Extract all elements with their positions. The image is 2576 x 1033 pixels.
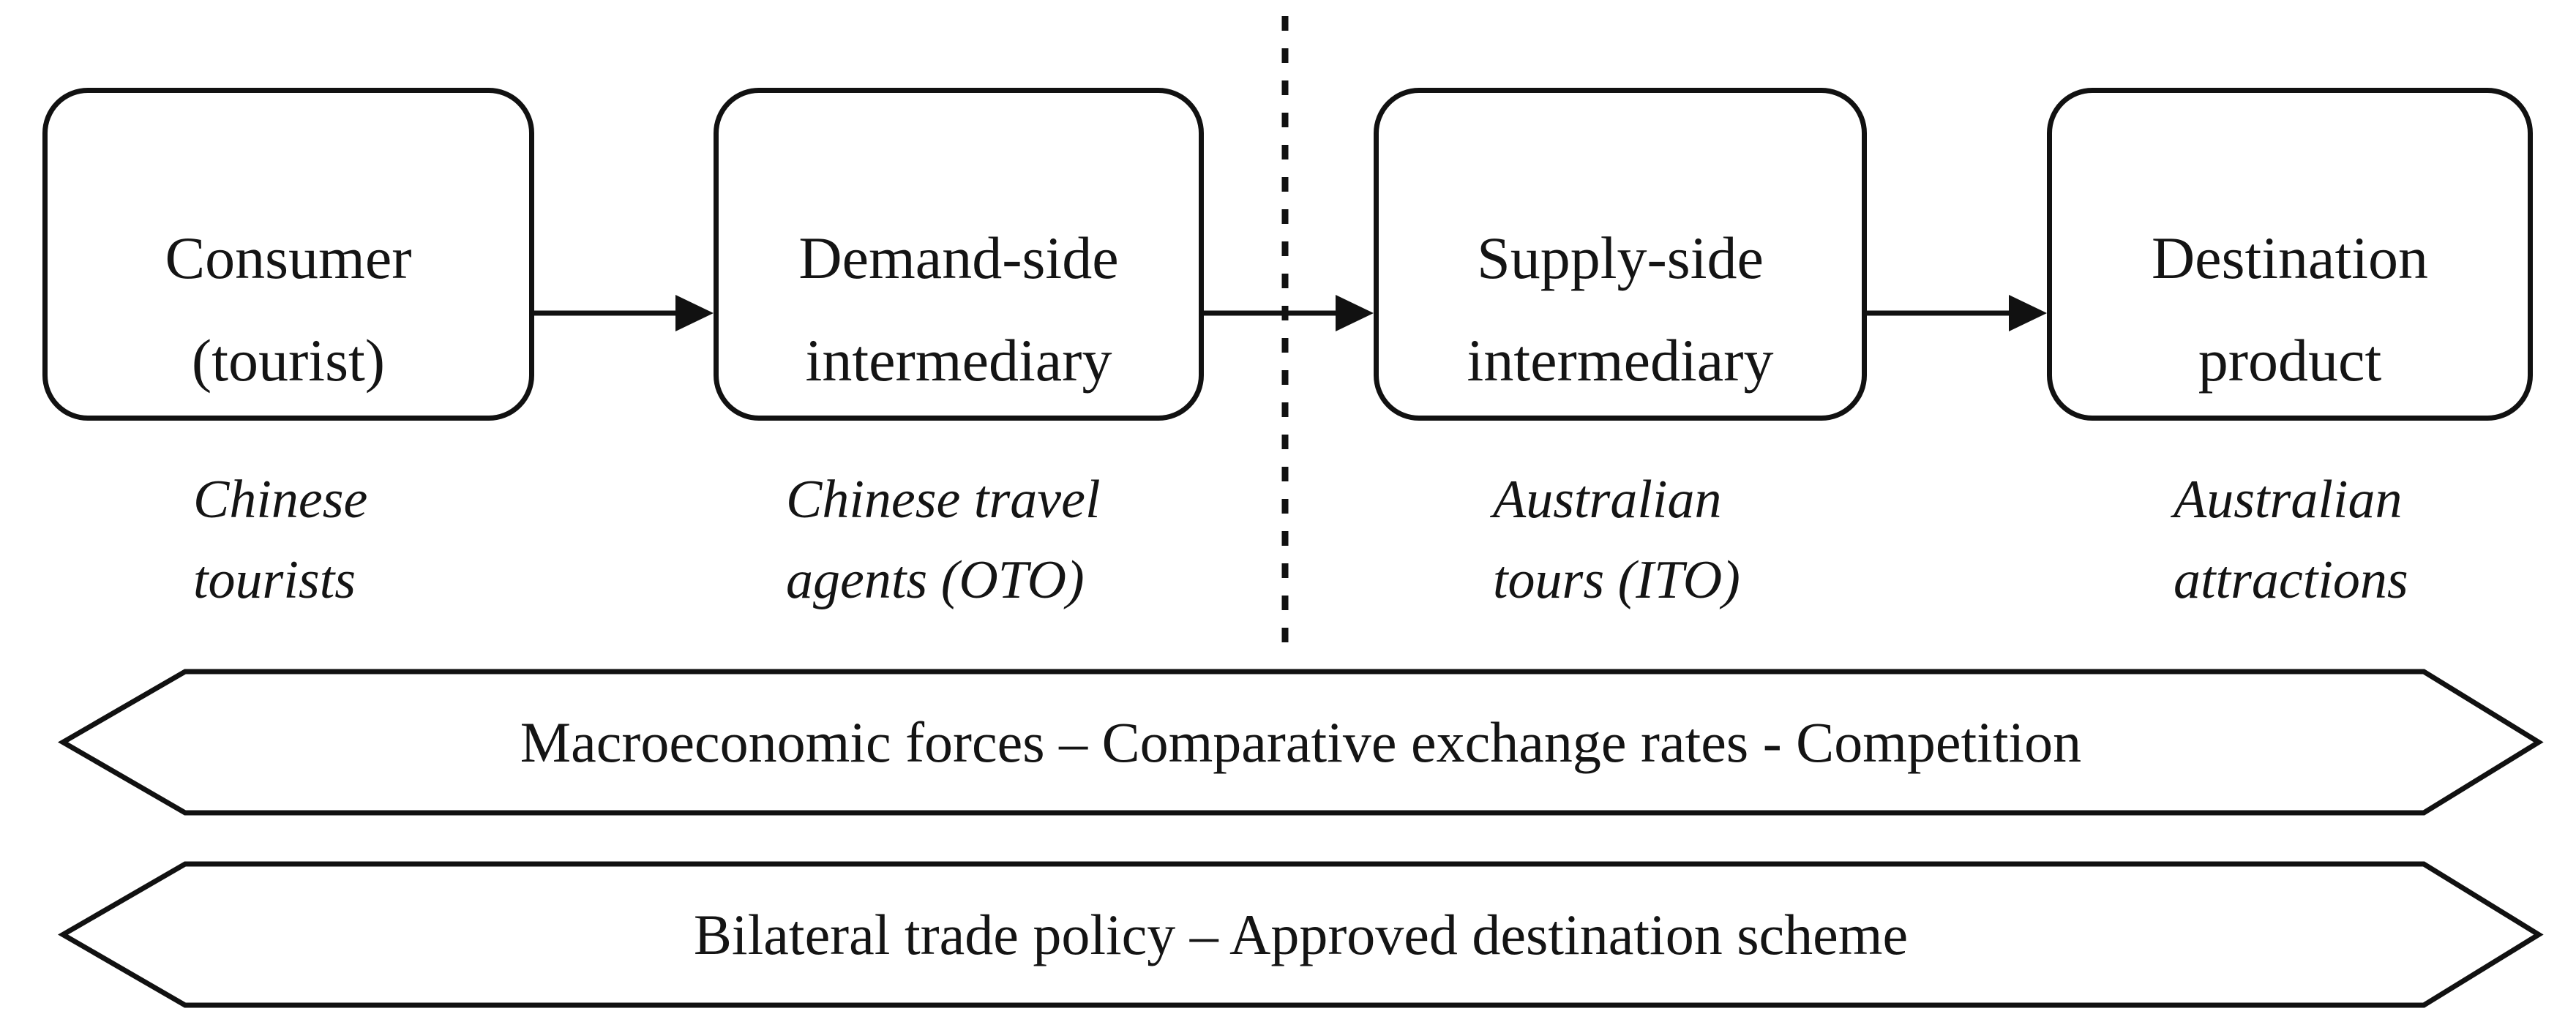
box-title-line: intermediary xyxy=(1467,326,1774,394)
box-title-line: intermediary xyxy=(805,326,1112,394)
dashed-divider-icon xyxy=(1281,16,1289,644)
flow-box-demand-side-intermediary: Demand-side intermediary xyxy=(714,88,1204,421)
sublabel-line: agents (OTO) xyxy=(786,550,1085,610)
box-title-line: Supply-side xyxy=(1477,225,1764,292)
box-title-line: Destination xyxy=(2151,225,2429,292)
sublabel-line: attractions xyxy=(2174,550,2408,610)
banner-macroeconomic-forces: Macroeconomic forces – Comparative excha… xyxy=(58,669,2544,816)
sublabel-line: tourists xyxy=(193,550,356,610)
box-sublabel-chinese-tourists: Chinese tourists xyxy=(193,459,367,620)
flow-box-consumer: Consumer (tourist) xyxy=(42,88,534,421)
banner-label: Macroeconomic forces – Comparative excha… xyxy=(520,710,2082,774)
box-title-line: Demand-side xyxy=(798,225,1119,292)
box-sublabel-chinese-travel-agents: Chinese travel agents (OTO) xyxy=(786,459,1101,620)
banner-label: Bilateral trade policy – Approved destin… xyxy=(693,902,1909,966)
flow-arrow-icon xyxy=(534,295,714,331)
box-sublabel-australian-attractions: Australian attractions xyxy=(2174,459,2408,620)
box-title-line: (tourist) xyxy=(191,326,386,394)
banner-chevron-shape xyxy=(58,861,2544,1008)
flow-box-supply-side-intermediary: Supply-side intermediary xyxy=(1374,88,1867,421)
sublabel-line: tours (ITO) xyxy=(1493,550,1740,610)
banner-chevron-shape xyxy=(58,669,2544,816)
box-title-line: Consumer xyxy=(165,225,412,292)
sublabel-line: Australian xyxy=(1493,470,1722,530)
sublabel-line: Australian xyxy=(2174,470,2403,530)
sublabel-line: Chinese travel xyxy=(786,470,1101,530)
box-sublabel-australian-tours: Australian tours (ITO) xyxy=(1493,459,1740,620)
flow-arrow-icon xyxy=(1867,295,2047,331)
flow-arrow-icon xyxy=(1204,295,1374,331)
box-title-line: product xyxy=(2198,326,2382,394)
flow-box-destination-product: Destination product xyxy=(2047,88,2533,421)
sublabel-line: Chinese xyxy=(193,470,368,530)
banner-bilateral-trade-policy: Bilateral trade policy – Approved destin… xyxy=(58,861,2544,1008)
